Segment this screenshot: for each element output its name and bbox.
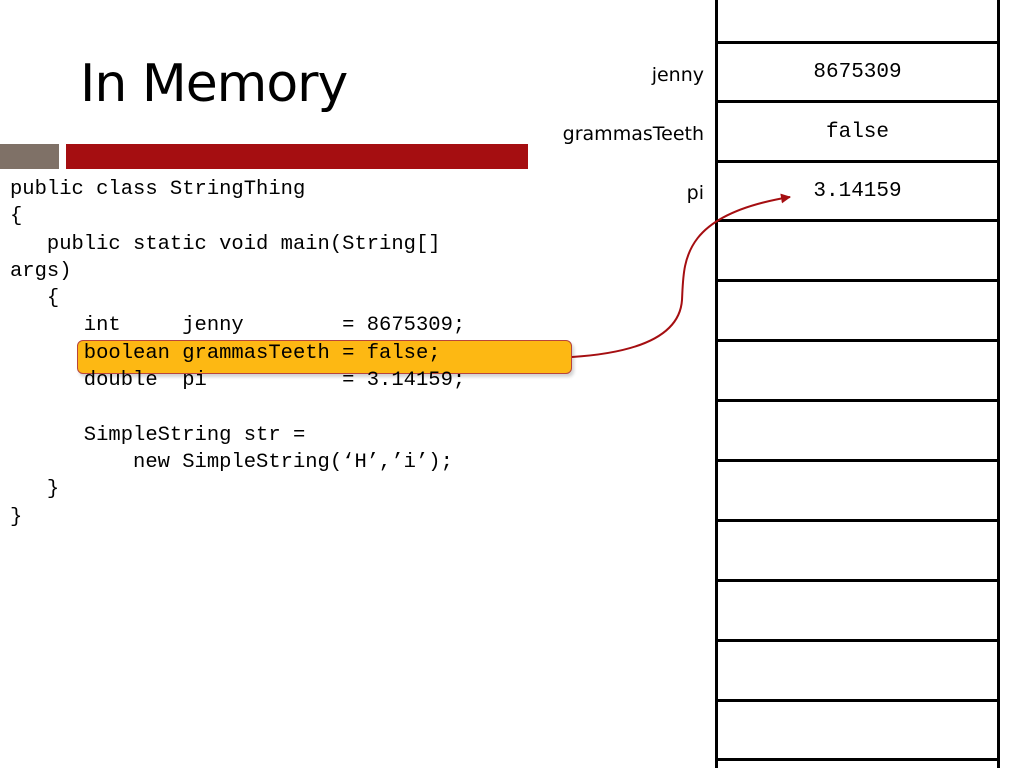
code-line-simplestring-new: new SimpleString(‘H’,’i’); <box>10 450 453 474</box>
memory-label-jenny: jenny <box>651 64 704 86</box>
memory-divider <box>715 339 1000 342</box>
memory-divider <box>715 519 1000 522</box>
memory-divider <box>715 639 1000 642</box>
accent-bar-red <box>66 144 528 169</box>
memory-divider <box>715 100 1000 103</box>
code-line-main-args: args) <box>10 259 72 283</box>
memory-divider <box>715 579 1000 582</box>
code-line-open-brace: { <box>10 205 23 229</box>
memory-rail-left <box>715 0 718 768</box>
memory-divider <box>715 399 1000 402</box>
memory-divider <box>715 160 1000 163</box>
code-block: public class StringThing { public static … <box>10 176 465 531</box>
memory-divider <box>715 459 1000 462</box>
memory-cell-value-jenny: 8675309 <box>813 61 902 84</box>
memory-cell-value-grammas-teeth: false <box>825 121 889 144</box>
code-line-pi: double pi = 3.14159; <box>10 369 466 393</box>
memory-divider <box>715 41 1000 44</box>
code-line-main-open: { <box>10 287 60 311</box>
code-line-main-decl: public static void main(String[] <box>10 232 441 256</box>
code-line-jenny: int jenny = 8675309; <box>10 314 466 338</box>
memory-divider <box>715 699 1000 702</box>
accent-bar-gray <box>0 144 59 169</box>
memory-stack: 8675309 false 3.14159 <box>715 0 1000 768</box>
memory-cell-value-pi: 3.14159 <box>813 180 902 203</box>
memory-divider <box>715 279 1000 282</box>
code-line-blank <box>10 394 465 421</box>
code-line-class-decl: public class StringThing <box>10 178 306 201</box>
memory-label-grammas-teeth: grammasTeeth <box>562 123 704 145</box>
code-line-class-close: } <box>10 505 23 529</box>
slide-title: In Memory <box>80 54 348 114</box>
memory-rail-right <box>997 0 1000 768</box>
code-line-grammas-teeth: boolean grammasTeeth = false; <box>10 341 441 365</box>
code-line-main-close: } <box>10 478 60 502</box>
memory-divider <box>715 219 1000 222</box>
memory-label-pi: pi <box>686 182 704 204</box>
code-line-simplestring-decl: SimpleString str = <box>10 423 306 447</box>
code-highlight-box <box>77 340 572 374</box>
memory-divider <box>715 758 1000 761</box>
